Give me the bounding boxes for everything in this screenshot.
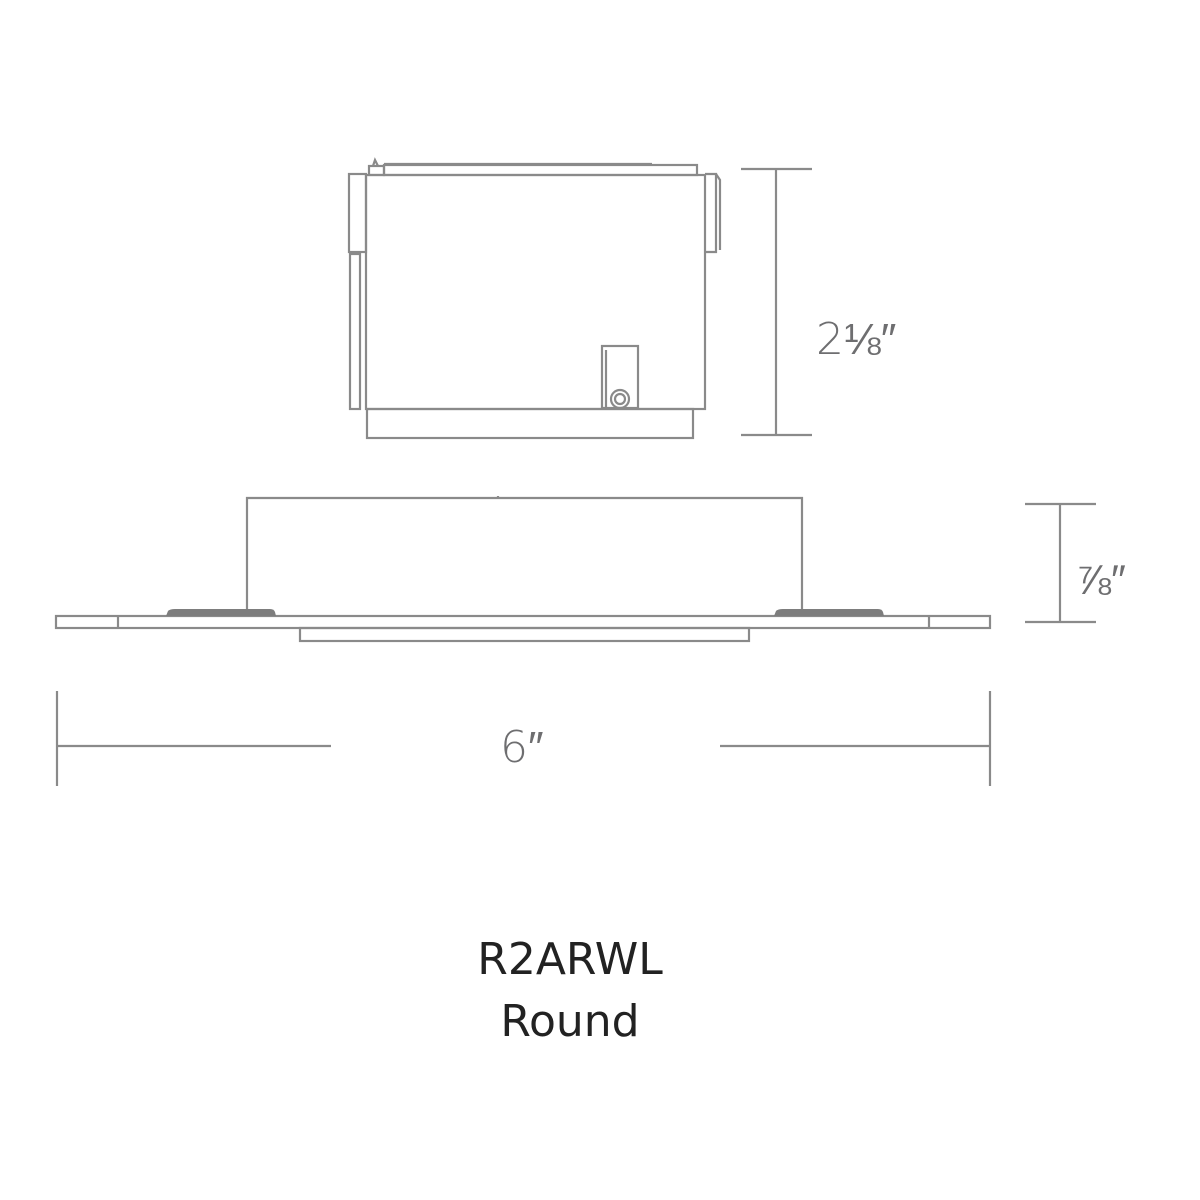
trim-side-view	[54, 496, 992, 643]
width-dimension-label: 6″	[500, 722, 544, 773]
gasket-pads	[166, 609, 884, 616]
width-dimension-line	[55, 691, 992, 786]
housing-side-view	[347, 157, 722, 440]
depth-dimension-label: ⅞″	[1076, 555, 1126, 604]
depth-dimension-line	[1025, 502, 1096, 624]
connector-block	[600, 344, 640, 410]
height-dimension-line	[741, 167, 812, 437]
model-name: R2ARWL	[477, 934, 663, 985]
model-shape: Round	[500, 996, 640, 1047]
height-dimension-label: 2⅛″	[816, 314, 897, 365]
